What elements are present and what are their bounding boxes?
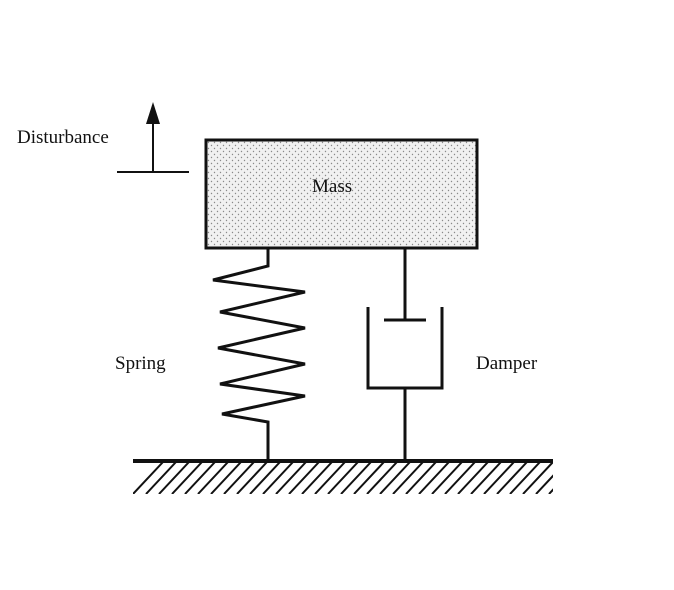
hatch-line <box>496 462 528 494</box>
hatch-line <box>392 462 424 494</box>
hatch-line <box>288 462 320 494</box>
hatch-line <box>575 462 605 494</box>
hatch-line <box>588 462 618 494</box>
ground <box>133 459 618 494</box>
hatch-line <box>197 462 229 494</box>
mass-block <box>204 138 479 250</box>
hatch-line <box>171 462 203 494</box>
spring-label: Spring <box>115 353 166 374</box>
hatch-line <box>314 462 346 494</box>
ground-hatching <box>133 462 618 494</box>
hatch-line <box>145 462 177 494</box>
hatch-line <box>327 462 359 494</box>
hatch-line <box>522 462 553 494</box>
hatch-line <box>236 462 268 494</box>
damper-label: Damper <box>476 353 538 374</box>
hatch-line <box>301 462 333 494</box>
hatch-line <box>548 488 553 494</box>
hatch-line <box>353 462 385 494</box>
hatch-line <box>470 462 502 494</box>
hatch-line <box>249 462 281 494</box>
hatch-line <box>509 462 541 494</box>
hatch-line <box>184 462 216 494</box>
hatch-line <box>535 474 553 494</box>
hatch-line <box>562 462 592 494</box>
hatch-line <box>483 462 515 494</box>
hatch-line <box>275 462 307 494</box>
hatch-line <box>158 462 190 494</box>
disturbance-label: Disturbance <box>17 127 109 148</box>
hatch-line <box>210 462 242 494</box>
hatch-line <box>457 462 489 494</box>
hatch-line <box>418 462 450 494</box>
hatch-line <box>133 462 164 494</box>
hatch-line <box>405 462 437 494</box>
hatch-line <box>340 462 372 494</box>
hatch-line <box>444 462 476 494</box>
damper <box>366 248 444 460</box>
spring <box>212 248 306 460</box>
hatch-line <box>431 462 463 494</box>
mass-label: Mass <box>312 176 353 197</box>
hatch-line <box>262 462 294 494</box>
arrow-up-icon <box>146 102 160 124</box>
hatch-line <box>379 462 411 494</box>
hatch-line <box>366 462 398 494</box>
disturbance-arrow <box>117 102 189 173</box>
hatch-line <box>223 462 255 494</box>
